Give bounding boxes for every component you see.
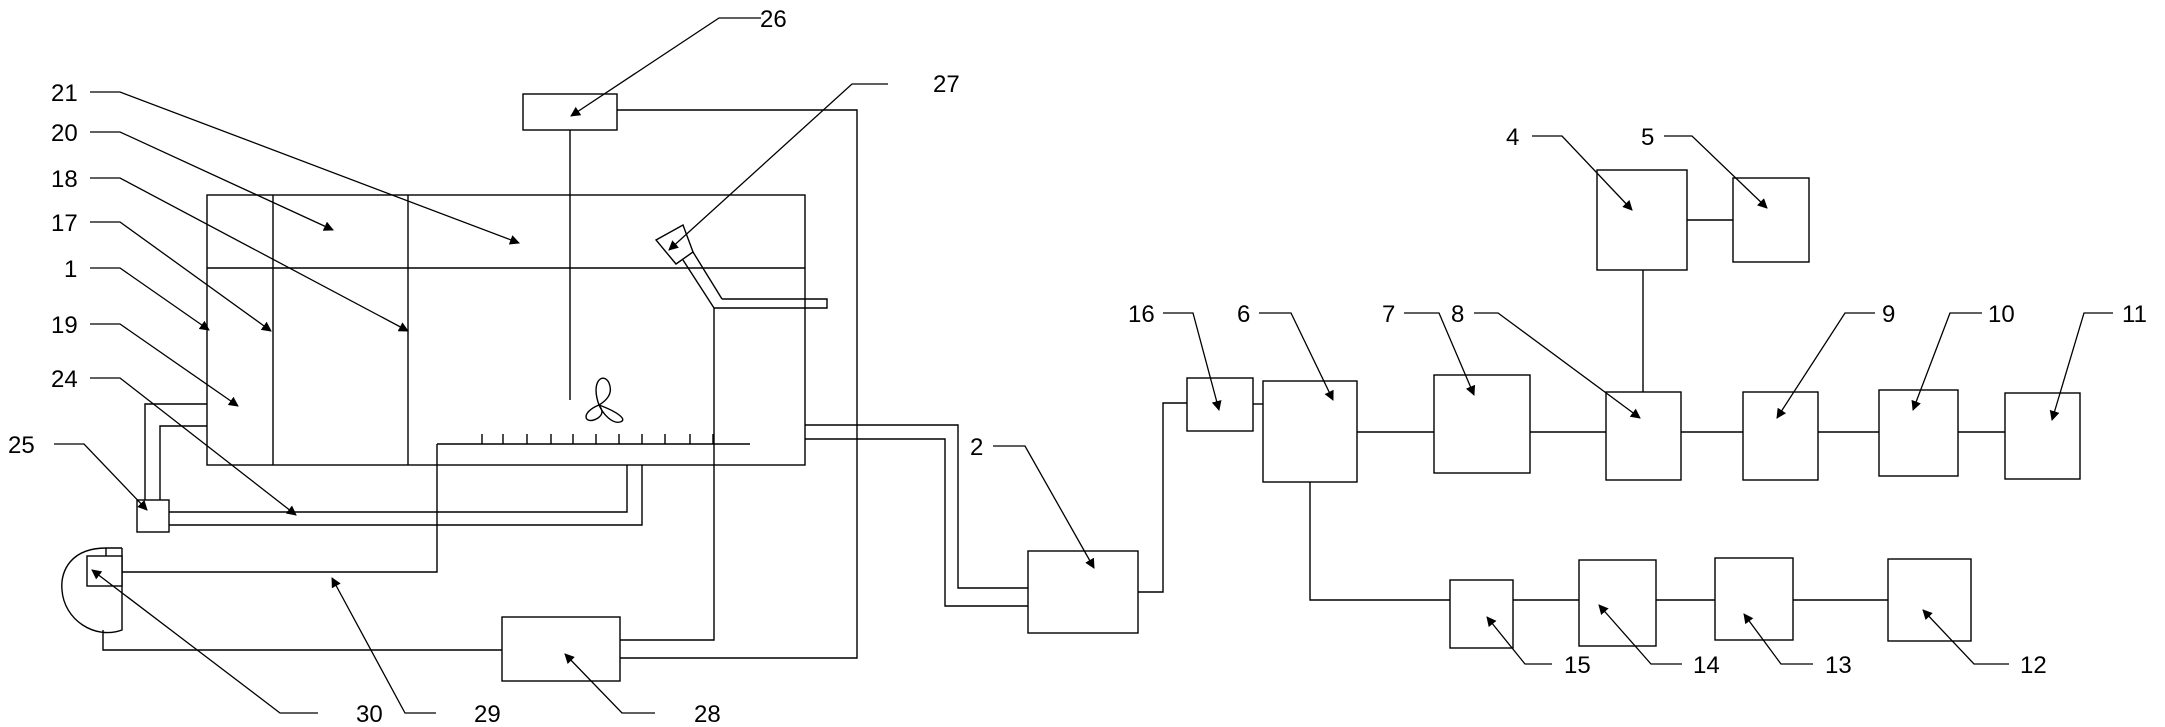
- label-10: 10: [1988, 301, 2015, 328]
- propeller-icon: [585, 377, 624, 423]
- label-26: 26: [760, 6, 787, 33]
- sensor-27: [654, 223, 828, 309]
- label-15: 15: [1564, 652, 1591, 679]
- block-14: [1578, 559, 1657, 647]
- label-7: 7: [1382, 301, 1395, 328]
- label-25: 25: [8, 432, 35, 459]
- line-blower-to-controller: [102, 630, 502, 651]
- label-1: 1: [64, 256, 77, 283]
- block-9: [1742, 391, 1819, 481]
- label-12: 12: [2020, 652, 2047, 679]
- label-14: 14: [1693, 652, 1720, 679]
- tank-body: [206, 194, 806, 466]
- label-11: 11: [2122, 301, 2147, 328]
- label-2: 2: [970, 434, 983, 461]
- block-11: [2004, 392, 2081, 480]
- pipe-tank-to-valve-outer: [144, 403, 207, 500]
- line-motor-to-controller: [617, 109, 858, 659]
- line-sensor-to-controller: [620, 308, 715, 641]
- motor-26: [522, 93, 618, 131]
- label-27: 27: [933, 71, 960, 98]
- tank-assembly: [61, 93, 858, 682]
- block-10: [1878, 389, 1959, 477]
- label-6: 6: [1237, 301, 1250, 328]
- label-18: 18: [51, 166, 78, 193]
- label-19: 19: [51, 312, 78, 339]
- label-8: 8: [1451, 301, 1464, 328]
- label-20: 20: [51, 120, 78, 147]
- pipe-tank-to-2-upper: [805, 424, 1028, 589]
- block-4: [1596, 169, 1688, 271]
- block-5: [1732, 177, 1810, 263]
- block-7: [1433, 374, 1531, 474]
- label-9: 9: [1882, 301, 1895, 328]
- label-5: 5: [1641, 124, 1654, 151]
- block-8: [1605, 391, 1682, 481]
- label-30: 30: [356, 701, 383, 727]
- label-29: 29: [474, 701, 501, 727]
- label-13: 13: [1825, 652, 1852, 679]
- block-2: [1027, 550, 1139, 634]
- label-17: 17: [51, 210, 78, 237]
- controller-28: [501, 616, 621, 682]
- label-28: 28: [694, 701, 721, 727]
- block-6: [1262, 380, 1358, 483]
- label-24: 24: [51, 366, 78, 393]
- pipe-tank-to-2-lower: [805, 438, 1028, 607]
- block-13: [1714, 557, 1794, 641]
- block-16: [1186, 377, 1254, 432]
- label-21: 21: [51, 80, 78, 107]
- blower-30: [61, 547, 123, 634]
- pipe-valve-to-return-24a: [169, 465, 628, 513]
- pipe-valve-to-return-24b: [169, 465, 643, 526]
- aeration-pipe: [122, 434, 750, 573]
- callouts: 26 27 21 20 18 17 1 19 24 25 30 29: [8, 6, 2147, 727]
- block-12: [1887, 558, 1972, 642]
- label-4: 4: [1506, 124, 1519, 151]
- control-block-diagram: [1027, 169, 2081, 649]
- label-16: 16: [1128, 301, 1155, 328]
- pipe-tank-to-valve-inner: [159, 425, 207, 500]
